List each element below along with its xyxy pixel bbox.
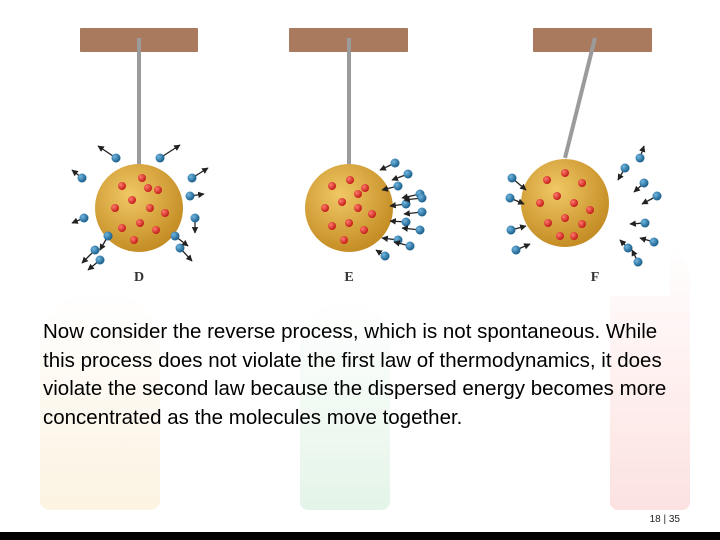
panel-f-rod bbox=[563, 37, 597, 159]
panel-d-outer-molecule bbox=[77, 173, 87, 183]
panel-f-inner-particle bbox=[553, 192, 561, 200]
panel-d-outer-molecule bbox=[187, 173, 197, 183]
panel-f-inner-particle bbox=[586, 206, 594, 214]
panel-f-inner-particle bbox=[570, 199, 578, 207]
pendulum-molecules-figure: D E F bbox=[60, 18, 670, 296]
panel-d-outer-molecule bbox=[79, 213, 89, 223]
panel-d-outer-molecule bbox=[170, 231, 180, 241]
panel-d-outer-molecule bbox=[111, 153, 121, 163]
panel-d-outer-molecule bbox=[185, 191, 195, 201]
panel-e-outer-molecule bbox=[401, 217, 411, 227]
panel-f-outer-molecule bbox=[505, 193, 515, 203]
panel-f-inner-particle bbox=[561, 214, 569, 222]
panel-e-inner-particle bbox=[346, 176, 354, 184]
panel-d-outer-molecule bbox=[190, 213, 200, 223]
panel-e-inner-particle bbox=[340, 236, 348, 244]
panel-f-outer-molecule bbox=[639, 178, 649, 188]
panel-d-inner-particle bbox=[111, 204, 119, 212]
background-decoration-green bbox=[300, 300, 390, 510]
panel-f-label: F bbox=[591, 270, 600, 285]
panel-d-outer-molecule bbox=[95, 255, 105, 265]
panel-f-outer-molecule bbox=[511, 245, 521, 255]
panel-e-outer-molecule bbox=[415, 225, 425, 235]
panel-d-outer-molecule bbox=[90, 245, 100, 255]
panel-d-inner-particle bbox=[161, 209, 169, 217]
panel-f-inner-particle bbox=[561, 169, 569, 177]
panel-d-label: D bbox=[134, 270, 144, 285]
panel-e-inner-particle bbox=[338, 198, 346, 206]
panel-f-inner-particle bbox=[556, 232, 564, 240]
panel-e-inner-particle bbox=[345, 219, 353, 227]
panel-e-ball bbox=[305, 164, 393, 252]
panel-f-inner-particle bbox=[578, 179, 586, 187]
panel-d-inner-particle bbox=[118, 182, 126, 190]
panel-e-label: E bbox=[344, 270, 353, 285]
panel-e-outer-molecule bbox=[401, 199, 411, 209]
panel-f-outer-molecule bbox=[635, 153, 645, 163]
panel-d-outer-molecule bbox=[175, 243, 185, 253]
panel-e-outer-molecule bbox=[403, 169, 413, 179]
panel-e-inner-particle bbox=[328, 222, 336, 230]
panel-d-ball bbox=[95, 164, 183, 252]
panel-d-inner-particle bbox=[144, 184, 152, 192]
bottom-bar bbox=[0, 532, 720, 540]
panel-d-inner-particle bbox=[138, 174, 146, 182]
panel-d-inner-particle bbox=[128, 196, 136, 204]
panel-f-inner-particle bbox=[578, 220, 586, 228]
panel-f-outer-molecule bbox=[649, 237, 659, 247]
panel-d-inner-particle bbox=[154, 186, 162, 194]
panel-f-outer-molecule bbox=[506, 225, 516, 235]
panel-f-outer-molecule bbox=[507, 173, 517, 183]
panel-d-inner-particle bbox=[146, 204, 154, 212]
panel-f-inner-particle bbox=[544, 219, 552, 227]
panel-d-inner-particle bbox=[136, 219, 144, 227]
panel-e-outer-molecule bbox=[417, 207, 427, 217]
panel-f-inner-particle bbox=[543, 176, 551, 184]
panel-f-inner-particle bbox=[570, 232, 578, 240]
panel-e-inner-particle bbox=[321, 204, 329, 212]
panel-e-inner-particle bbox=[368, 210, 376, 218]
panel-f-outer-molecule bbox=[633, 257, 643, 267]
background-decoration-left bbox=[40, 290, 160, 510]
panel-e-outer-molecule bbox=[417, 193, 427, 203]
panel-f-outer-molecule bbox=[623, 243, 633, 253]
panel-e-inner-particle bbox=[354, 190, 362, 198]
panel-d-outer-molecule bbox=[103, 231, 113, 241]
panel-e-inner-particle bbox=[360, 226, 368, 234]
panel-f-outer-molecule bbox=[640, 218, 650, 228]
panel-e-outer-molecule bbox=[390, 158, 400, 168]
body-text: Now consider the reverse process, which … bbox=[43, 320, 667, 429]
panel-e-outer-molecule bbox=[380, 251, 390, 261]
panel-e-inner-particle bbox=[361, 184, 369, 192]
panel-d-outer-molecule bbox=[155, 153, 165, 163]
panel-e-outer-molecule bbox=[393, 181, 403, 191]
panel-d-inner-particle bbox=[130, 236, 138, 244]
panel-e-inner-particle bbox=[354, 204, 362, 212]
panel-f-inner-particle bbox=[536, 199, 544, 207]
panel-d-inner-particle bbox=[118, 224, 126, 232]
panel-e-outer-molecule bbox=[405, 241, 415, 251]
slide-number: 18 | 35 bbox=[649, 514, 680, 525]
panel-f-outer-molecule bbox=[652, 191, 662, 201]
panel-f-ball bbox=[521, 159, 609, 247]
panel-d-inner-particle bbox=[152, 226, 160, 234]
panel-f-outer-molecule bbox=[620, 163, 630, 173]
panel-e-inner-particle bbox=[328, 182, 336, 190]
